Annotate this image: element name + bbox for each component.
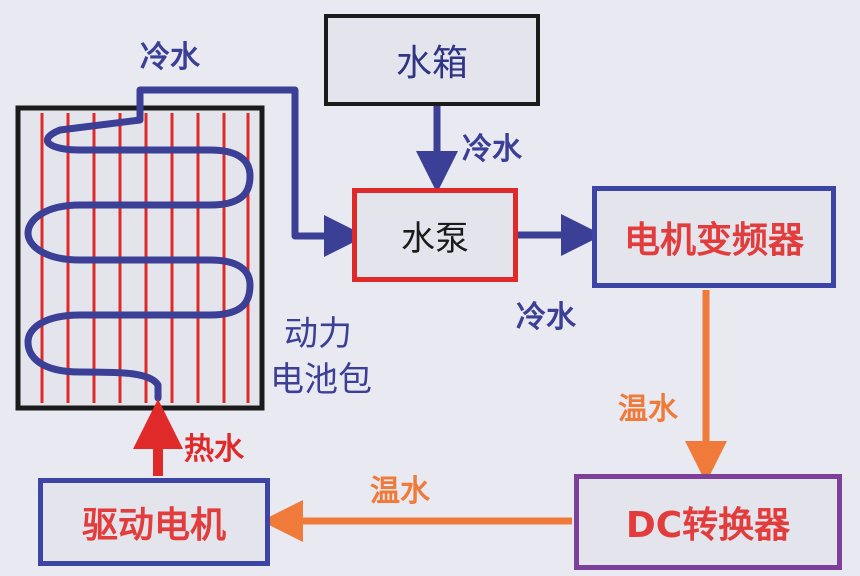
water-pump-box: 水泵	[352, 188, 518, 282]
cold-water-label-pump: 冷水	[516, 300, 576, 335]
dc-converter-label: DC转换器	[625, 505, 791, 546]
hot-water-label: 热水	[184, 432, 244, 467]
cold-water-label-tank: 冷水	[462, 132, 522, 167]
dc-converter-box: DC转换器	[574, 474, 842, 570]
coolant-coil-pipe	[24, 116, 254, 402]
battery-pack-label-line1: 动力	[284, 314, 352, 354]
cold-water-pipe-top	[136, 86, 366, 257]
warm-water-label-right: 温水	[618, 392, 678, 427]
warm-water-label-bottom: 温水	[370, 474, 430, 509]
water-tank-label: 水箱	[395, 43, 468, 84]
drive-motor-box: 驱动电机	[38, 478, 270, 566]
water-tank-box: 水箱	[324, 14, 540, 106]
water-pump-label: 水泵	[401, 218, 469, 259]
cold-water-label-top: 冷水	[140, 40, 200, 75]
motor-inverter-label: 电机变频器	[623, 220, 804, 261]
battery-pack-label-line2: 电池包	[270, 360, 372, 400]
drive-motor-label: 驱动电机	[81, 505, 226, 546]
motor-inverter-box: 电机变频器	[592, 186, 836, 288]
